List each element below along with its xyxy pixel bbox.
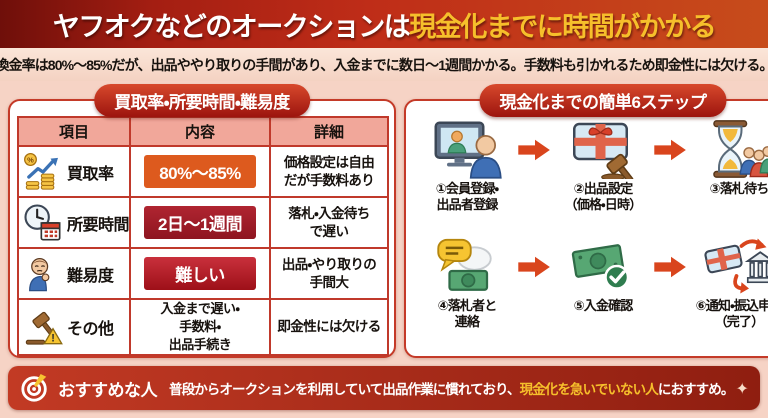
column-header-content: 内容 [129,116,271,147]
table-row: 所要時間 2日〜1週間 落札・入金待ち で遅い [17,196,389,249]
listing-gift-gavel-icon [573,122,634,179]
row-label: 買取率 [67,165,114,183]
arrow-right-icon [654,256,686,277]
step-3: ③落札待ち [688,119,768,197]
table-header-row: 項目 内容 詳細 [17,116,389,147]
steps-row-2: ④落札者と 連絡 ⑤入金確認 [412,236,768,353]
value-badge: 80%〜85% [144,155,256,188]
table-panel-title: 買取率・所要時間・難易度 [94,84,310,117]
column-header-detail: 詳細 [269,116,389,147]
gavel-warning-icon: ! [25,311,63,345]
arrow-right-icon [518,256,550,277]
payment-check-icon [571,243,630,290]
recommendation-banner: おすすめな人 普段からオークションを利用していて出品作業に慣れており、現金化を急… [8,366,760,410]
sparkle-icon: ✦ [735,380,748,398]
svg-text:!: ! [51,333,55,345]
recommend-text-before: 普段からオークションを利用していて出品作業に慣れており、 [169,381,521,397]
step-caption: ③落札待ち [709,181,768,196]
main-title-banner: ヤフオクなどのオークションは現金化までに時間がかかる [0,0,768,48]
value-badge: 2日〜1週間 [144,206,256,239]
table-row: 難易度 難しい 出品・やり取りの 手間大 [17,247,389,300]
transfer-bank-icon [704,238,768,293]
signup-monitor-icon [434,121,502,179]
arrow-right-icon [654,139,686,161]
step-2: ②出品設定 （価格・日時） [552,119,654,214]
clock-calendar-icon [24,203,61,240]
table-row: % 買取率 80%〜85% 価格設定は自由 [17,145,389,198]
step-caption: ①会員登録・ 出品者登録 [435,181,499,213]
row-label: その他 [67,321,114,338]
rate-coins-icon: % [24,152,58,190]
subtitle-text: 換金率は80%〜85%だが、出品ややり取りの手間があり、入金までに数日〜1週間か… [0,48,768,81]
recommend-text-highlight: 現金化を急いでいない人 [519,381,659,397]
row-detail: 価格設定は自由 だが手数料あり [269,145,389,198]
title-highlight-part: 現金化までに時間がかかる [409,11,717,42]
row-label: 難易度 [67,267,114,285]
recommend-label: おすすめな人 [58,380,158,400]
table-panel-body: 項目 内容 詳細 % [8,99,396,358]
target-icon [21,373,47,402]
step-1: ①会員登録・ 出品者登録 [416,119,518,214]
page-title: ヤフオクなどのオークションは現金化までに時間がかかる [52,5,717,44]
step-caption: ④落札者と 連絡 [437,297,497,329]
value-text: 入金まで遅い・ 手数料・ 出品手続き [160,301,240,352]
step-4: ④落札者と 連絡 [416,236,518,331]
recommend-text: 普段からオークションを利用していて出品作業に慣れており、現金化を急いでいない人に… [169,378,749,399]
row-detail: 落札・入金待ち で遅い [269,196,389,249]
hourglass-wait-icon [713,120,768,178]
step-6: ⑥通知・振込申請 （完了） [688,236,768,331]
person-thinking-icon [29,257,50,291]
step-caption: ②出品設定 （価格・日時） [564,181,643,213]
comparison-table-panel: 買取率・所要時間・難易度 項目 内容 詳細 [8,84,396,358]
table-row: ! その他 入金まで遅い・ 手数料・ 出品手続き 即金性には欠ける [17,298,389,356]
recommend-text-after: におすすめ。 [657,381,735,397]
step-5: ⑤入金確認 [552,236,654,314]
row-detail: 出品・やり取りの 手間大 [269,247,389,300]
svg-text:%: % [27,155,34,164]
steps-panel-title: 現金化までの簡単6ステップ [479,84,727,117]
main-content: 買取率・所要時間・難易度 項目 内容 詳細 [0,84,768,358]
value-badge: 難しい [144,257,256,290]
steps-row-1: ①会員登録・ 出品者登録 [412,119,768,236]
row-detail: 即金性には欠ける [269,298,389,356]
comparison-table: 項目 内容 詳細 % [17,116,389,356]
title-normal-part: ヤフオクなどのオークションは [52,11,411,42]
arrow-right-icon [518,139,550,161]
steps-panel-body: ①会員登録・ 出品者登録 [404,99,768,358]
column-header-item: 項目 [17,116,131,147]
step-caption: ⑤入金確認 [573,297,633,313]
step-caption: ⑥通知・振込申請 （完了） [695,297,768,329]
contact-chat-money-icon [437,238,492,291]
steps-panel: 現金化までの簡単6ステップ [404,84,768,358]
row-label: 所要時間 [67,216,130,234]
